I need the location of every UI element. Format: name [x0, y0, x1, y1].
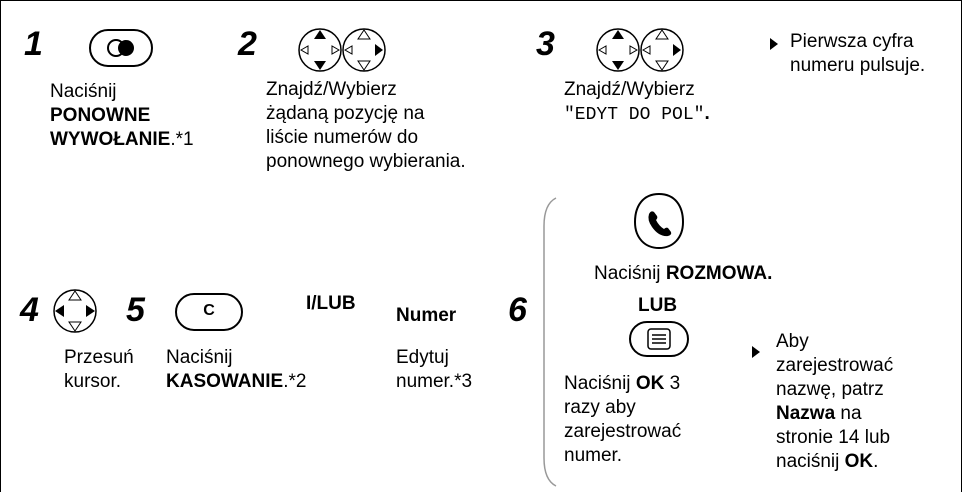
or-label: I/LUB — [306, 293, 356, 314]
note-bottom: Aby zarejestrować nazwę, patrz Nazwa na … — [776, 330, 893, 474]
step-6-press-talk: Naciśnij ROZMOWA. — [594, 262, 772, 286]
step-6-ok-text: Naciśnij OK 3 razy aby zarejestrować num… — [564, 372, 681, 468]
talk-key-icon — [633, 192, 685, 250]
note-line: numeru pulsuje. — [790, 55, 926, 76]
navigation-key-icon — [298, 28, 386, 72]
note-fragment: naciśnij — [776, 451, 845, 472]
navigation-key-icon — [596, 28, 684, 72]
footnote-ref: .*1 — [170, 129, 194, 150]
step-3-number: 3 — [536, 25, 555, 63]
step-3-text: Znajdź/Wybierz "EDYT DO POL". — [564, 78, 710, 127]
step-4-line: kursor. — [64, 371, 122, 392]
number-key-label: Numer — [396, 305, 457, 326]
step-3-line: Znajdź/Wybierz — [564, 79, 695, 100]
step-2-line: Znajdź/Wybierz — [266, 79, 397, 100]
reference-title: Nazwa — [776, 403, 836, 424]
step-4-text: Przesuń kursor. — [64, 346, 134, 394]
ok-suffix: 3 — [664, 373, 681, 394]
navigation-key-icon — [53, 289, 97, 333]
note-line: zarejestrować — [776, 355, 894, 376]
ok-line: numer. — [564, 445, 623, 466]
step-3-end: . — [704, 103, 710, 124]
step-1-number: 1 — [24, 25, 43, 63]
ok-line: razy aby — [564, 397, 636, 418]
step-1-line: WYWOŁANIE — [50, 129, 171, 150]
step-4-line: Przesuń — [64, 347, 134, 368]
note-line: stronie 14 lub — [776, 427, 891, 448]
note-line: Aby — [776, 331, 809, 352]
step-4-number: 4 — [20, 291, 39, 329]
note-top: Pierwsza cyfra numeru pulsuje. — [790, 30, 925, 78]
ok-key-name: OK — [635, 373, 665, 394]
numer-line: numer.*3 — [396, 371, 473, 392]
ok-key-name: OK — [844, 451, 874, 472]
step-5-number: 5 — [126, 291, 145, 329]
clear-key-label: C — [203, 302, 215, 319]
note-fragment: na — [835, 403, 862, 424]
step-5-line: KASOWANIE — [166, 371, 284, 392]
step-6-prefix: Naciśnij — [594, 263, 666, 284]
step-2-text: Znajdź/Wybierz żądaną pozycję na liście … — [266, 78, 466, 174]
redial-key-icon — [89, 29, 153, 67]
step-5-text: Naciśnij KASOWANIE.*2 — [166, 346, 306, 394]
step-1-line: PONOWNE — [50, 105, 151, 126]
bracket — [543, 197, 557, 487]
numer-text: Edytuj numer.*3 — [396, 346, 472, 394]
display-text: "EDYT DO POL" — [564, 105, 705, 125]
result-arrow-icon — [770, 38, 778, 50]
ok-line: zarejestrować — [564, 421, 682, 442]
footnote-ref: .*2 — [283, 371, 307, 392]
numer-line: Edytuj — [396, 347, 449, 368]
step-2-line: ponownego wybierania. — [266, 151, 466, 172]
menu-ok-key-icon — [629, 321, 689, 357]
step-1-text: Naciśnij PONOWNE WYWOŁANIE.*1 — [50, 80, 194, 152]
step-6-number: 6 — [508, 291, 527, 329]
talk-key-name: ROZMOWA. — [665, 263, 773, 284]
step-2-line: żądaną pozycję na — [266, 103, 425, 124]
step-5-line: Naciśnij — [166, 347, 233, 368]
note-fragment: . — [873, 451, 879, 472]
step-2-line: liście numerów do — [266, 127, 419, 148]
result-arrow-icon — [752, 346, 760, 358]
note-line: Pierwsza cyfra — [790, 31, 914, 52]
clear-key-icon — [175, 293, 243, 331]
note-line: nazwę, patrz — [776, 379, 884, 400]
ok-prefix: Naciśnij — [564, 373, 636, 394]
or-label: LUB — [638, 295, 678, 316]
step-1-line: Naciśnij — [50, 81, 117, 102]
step-2-number: 2 — [238, 25, 257, 63]
